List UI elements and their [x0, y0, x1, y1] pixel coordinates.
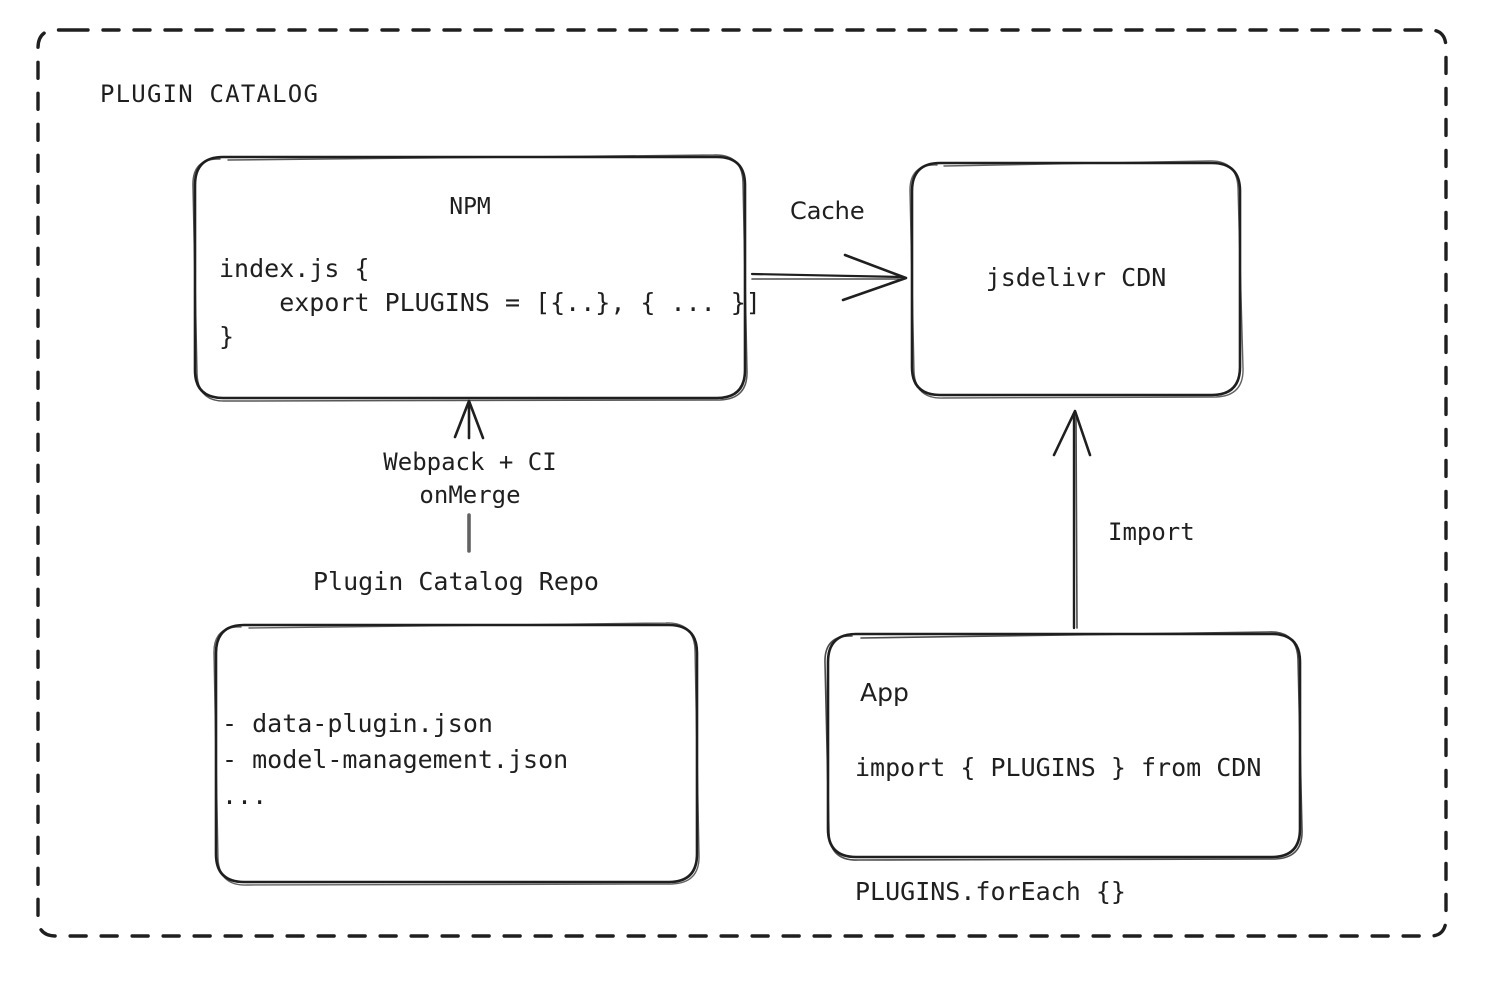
npm-box-outline-sketch [192, 154, 748, 402]
import-edge-label: Import [1108, 518, 1195, 546]
npm-box-outline [193, 155, 747, 400]
cdn-box-outline [910, 161, 1242, 397]
plugin-catalog-title: PLUGIN CATALOG [100, 80, 320, 108]
import-arrow-head [1052, 409, 1092, 457]
cache-edge-label: Cache [790, 197, 865, 225]
cdn-node-label: jsdelivr CDN [985, 263, 1167, 292]
cache-arrow-line [750, 272, 905, 279]
webpack-arrow-head [453, 399, 485, 440]
app-node-title: App [860, 678, 909, 707]
webpack-edge-label: Webpack + CI onMerge [383, 448, 557, 509]
npm-node-title: NPM [449, 194, 491, 220]
cache-arrow-head [841, 253, 908, 302]
app-node-code: import { PLUGINS } from CDN PLUGINS.forE… [855, 753, 1262, 906]
repo-box-outline-sketch [213, 622, 700, 886]
npm-node-code: index.js { export PLUGINS = [{..}, { ...… [219, 254, 761, 351]
app-box-outline-sketch [824, 631, 1303, 861]
repo-node-title: Plugin Catalog Repo [313, 567, 599, 596]
cdn-box-outline-sketch [909, 160, 1244, 399]
app-box-outline [826, 632, 1302, 859]
repo-box-outline [214, 623, 699, 884]
import-arrow-line-sketch [1075, 413, 1078, 629]
repo-node-code: - data-plugin.json - model-management.js… [222, 709, 569, 810]
plugin-catalog-container-border [36, 28, 1448, 938]
